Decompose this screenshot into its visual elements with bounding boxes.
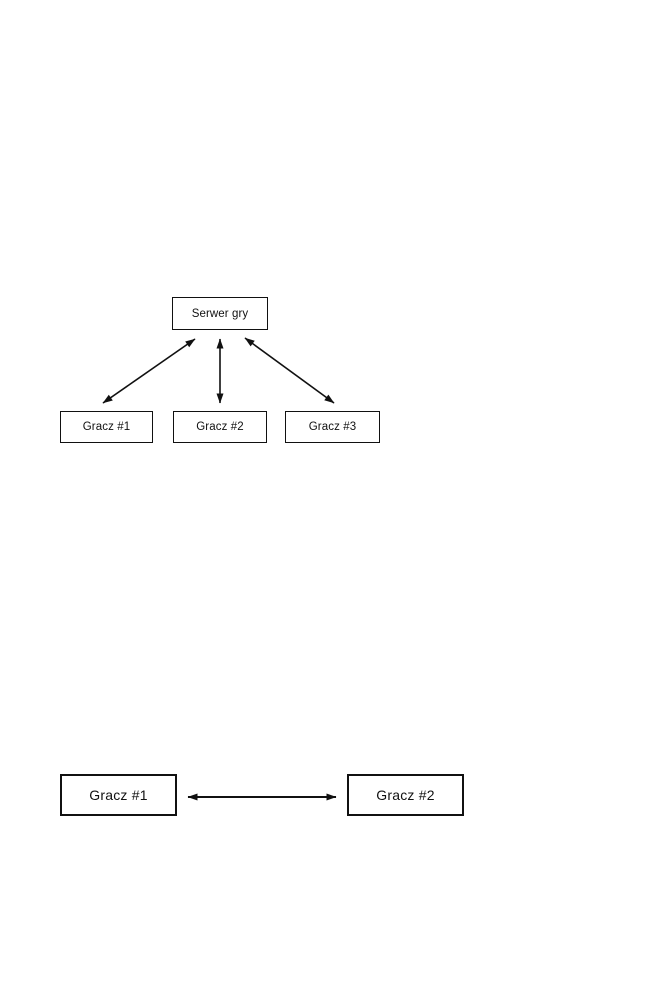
node-peer-2: Gracz #2	[347, 774, 464, 816]
node-game-server-label: Serwer gry	[191, 307, 249, 320]
node-peer-1-label: Gracz #1	[89, 787, 148, 803]
node-game-server: Serwer gry	[172, 297, 268, 330]
node-player-3-label: Gracz #3	[308, 421, 357, 433]
node-player-1: Gracz #1	[60, 411, 153, 443]
node-player-3: Gracz #3	[285, 411, 380, 443]
arrow-server-player1	[102, 338, 196, 404]
node-player-2: Gracz #2	[173, 411, 267, 443]
node-player-1-label: Gracz #1	[82, 421, 131, 433]
node-peer-2-label: Gracz #2	[376, 787, 435, 803]
node-peer-1: Gracz #1	[60, 774, 177, 816]
node-player-2-label: Gracz #2	[196, 421, 244, 433]
arrow-server-player3	[244, 337, 335, 404]
